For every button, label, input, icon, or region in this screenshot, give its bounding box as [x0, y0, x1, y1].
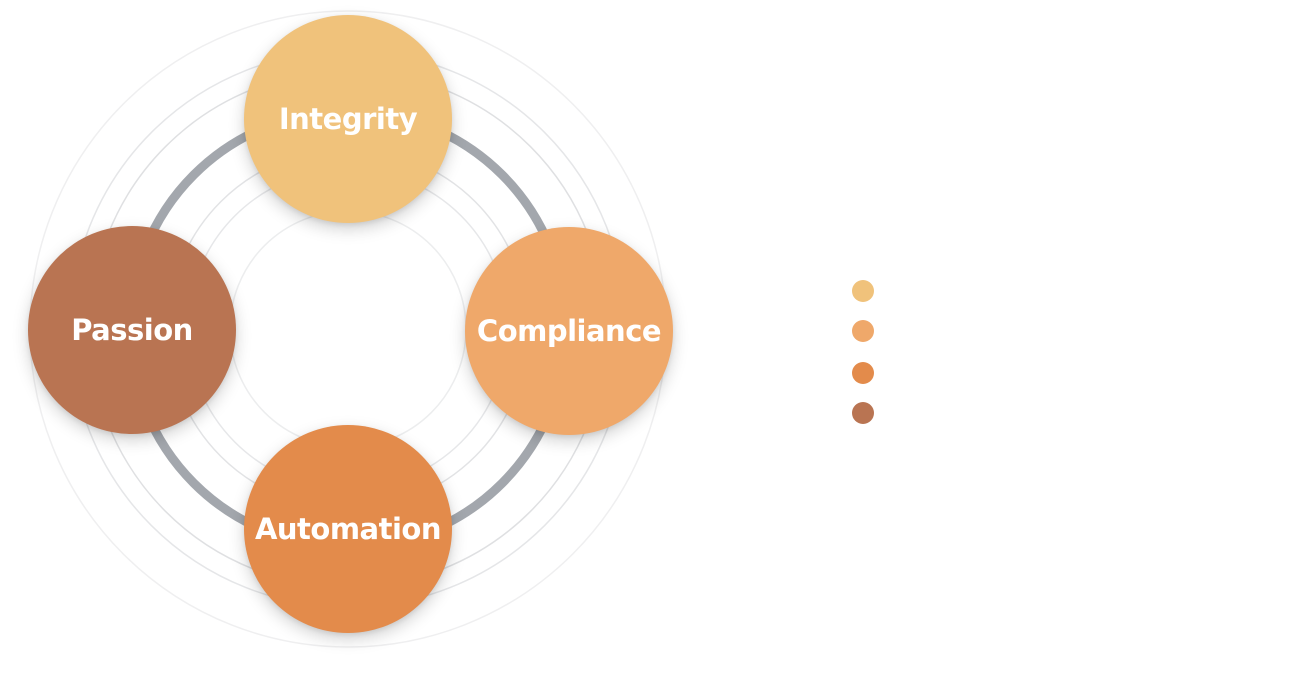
node-automation-label: Automation [254, 512, 442, 546]
legend-dot-compliance [852, 320, 874, 342]
node-passion-label: Passion [71, 313, 193, 347]
legend-dot-passion [852, 402, 874, 424]
node-integrity-label: Integrity [278, 102, 418, 136]
node-compliance: Compliance [465, 227, 673, 435]
node-automation: Automation [244, 425, 452, 633]
legend-dot-integrity [852, 280, 874, 302]
legend-dot-automation [852, 362, 874, 384]
node-compliance-label: Compliance [476, 314, 662, 348]
node-integrity: Integrity [244, 15, 452, 223]
node-passion: Passion [28, 226, 236, 434]
guide-ring-inner [229, 210, 467, 448]
